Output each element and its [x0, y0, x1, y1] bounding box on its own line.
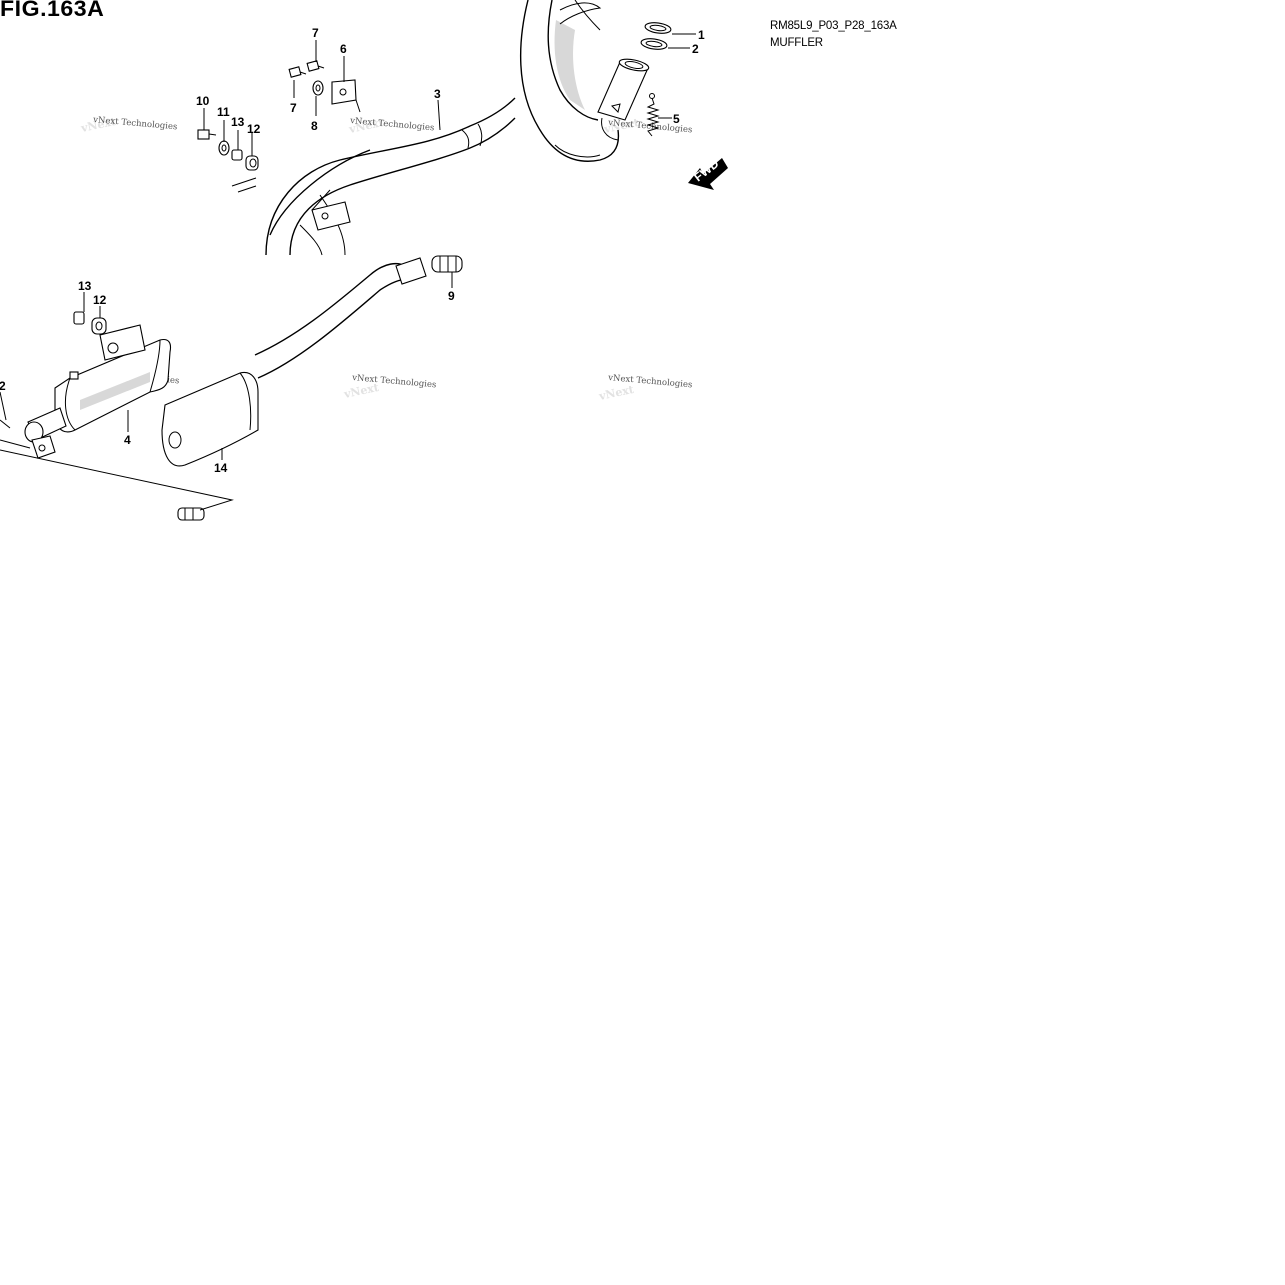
- callout-labels: 1 2 5 3 6 7 7 8 10 11 13 12 9 13 12 2 4 …: [0, 26, 705, 475]
- callout-6: 6: [340, 42, 347, 56]
- gasket-1: [644, 22, 672, 34]
- lower-bracket: [311, 189, 351, 231]
- callout-4: 4: [124, 433, 131, 447]
- callout-12a: 12: [247, 122, 261, 136]
- connecting-pipe: [254, 257, 427, 379]
- callout-14: 14: [214, 461, 228, 475]
- silencer-cover-14: [161, 371, 259, 467]
- spring-5: [611, 93, 660, 137]
- leader-lines: [0, 33, 696, 460]
- cushion-12b: [91, 317, 107, 335]
- callout-10: 10: [196, 94, 210, 108]
- callout-3: 3: [434, 87, 441, 101]
- collar-13a: [231, 149, 243, 161]
- callout-5: 5: [673, 112, 680, 126]
- bolt-7b: [288, 66, 307, 78]
- exhaust-pipe-3: [265, 97, 516, 256]
- callout-13a: 13: [231, 115, 245, 129]
- washer-8: [312, 80, 324, 96]
- bottom-fastener: [177, 507, 205, 521]
- joint-pipe: [597, 58, 650, 141]
- callout-2: 2: [692, 42, 699, 56]
- callout-11: 11: [217, 105, 230, 119]
- bracket-6: [331, 79, 361, 113]
- callout-7a: 7: [312, 26, 319, 40]
- bolt-10: [197, 129, 217, 140]
- callout-9: 9: [448, 289, 455, 303]
- cushion-12a: [245, 155, 259, 171]
- callout-12c: 2: [0, 379, 6, 393]
- guide-lines-top: [231, 177, 257, 193]
- washer-11: [218, 140, 230, 156]
- bolt-7a: [306, 60, 325, 72]
- figure-label: FIG.163A: [0, 0, 105, 21]
- callout-8: 8: [311, 119, 318, 133]
- svg-text:vNext: vNext: [597, 383, 636, 403]
- exhaust-header-pipe: [519, 0, 620, 162]
- callout-7b: 7: [290, 101, 297, 115]
- drawing-code: RM85L9_P03_P28_163A: [770, 20, 897, 32]
- seal-9: [431, 255, 463, 273]
- gasket-2: [640, 38, 668, 50]
- callout-13b: 13: [78, 279, 92, 293]
- fwd-direction-arrow: FWD: [688, 156, 728, 190]
- watermark-group: vNext vNext Technologies vNext vNext Tec…: [79, 115, 693, 403]
- callout-1: 1: [698, 28, 705, 42]
- callout-12b: 12: [93, 293, 107, 307]
- guide-lines-bottom: [0, 449, 234, 511]
- collar-13b: [73, 311, 85, 325]
- muffler-4: [24, 324, 172, 459]
- guide-lines-left: [0, 419, 31, 449]
- section-title: MUFFLER: [770, 37, 823, 49]
